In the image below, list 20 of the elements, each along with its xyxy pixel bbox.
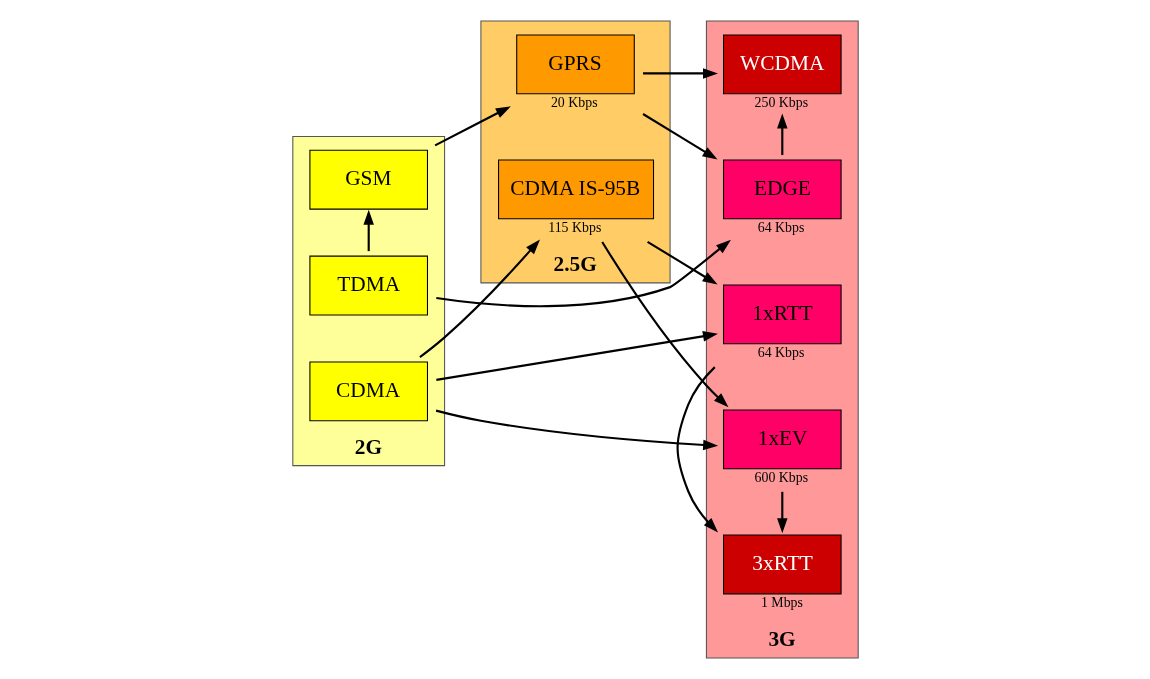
arrow [435, 239, 731, 308]
arrow [600, 241, 728, 408]
arrow [641, 113, 717, 160]
arrow [418, 239, 540, 358]
arrow [435, 409, 718, 451]
node-label: 115 Kbps [547, 219, 601, 235]
node-label: 600 Kbps [754, 470, 808, 486]
arrow [434, 106, 511, 147]
arrow [362, 209, 374, 252]
node-label: 1 Mbps [760, 595, 803, 611]
arrow [646, 240, 718, 285]
node-label: 250 Kbps [754, 94, 808, 110]
arrow [776, 491, 788, 534]
arrow [776, 113, 788, 155]
arrow [642, 68, 718, 79]
node-label: 20 Kbps [550, 94, 598, 110]
node-label: 64 Kbps [757, 345, 804, 361]
arrow [676, 366, 718, 533]
arrow [435, 331, 718, 381]
node-label: 64 Kbps [757, 219, 804, 235]
